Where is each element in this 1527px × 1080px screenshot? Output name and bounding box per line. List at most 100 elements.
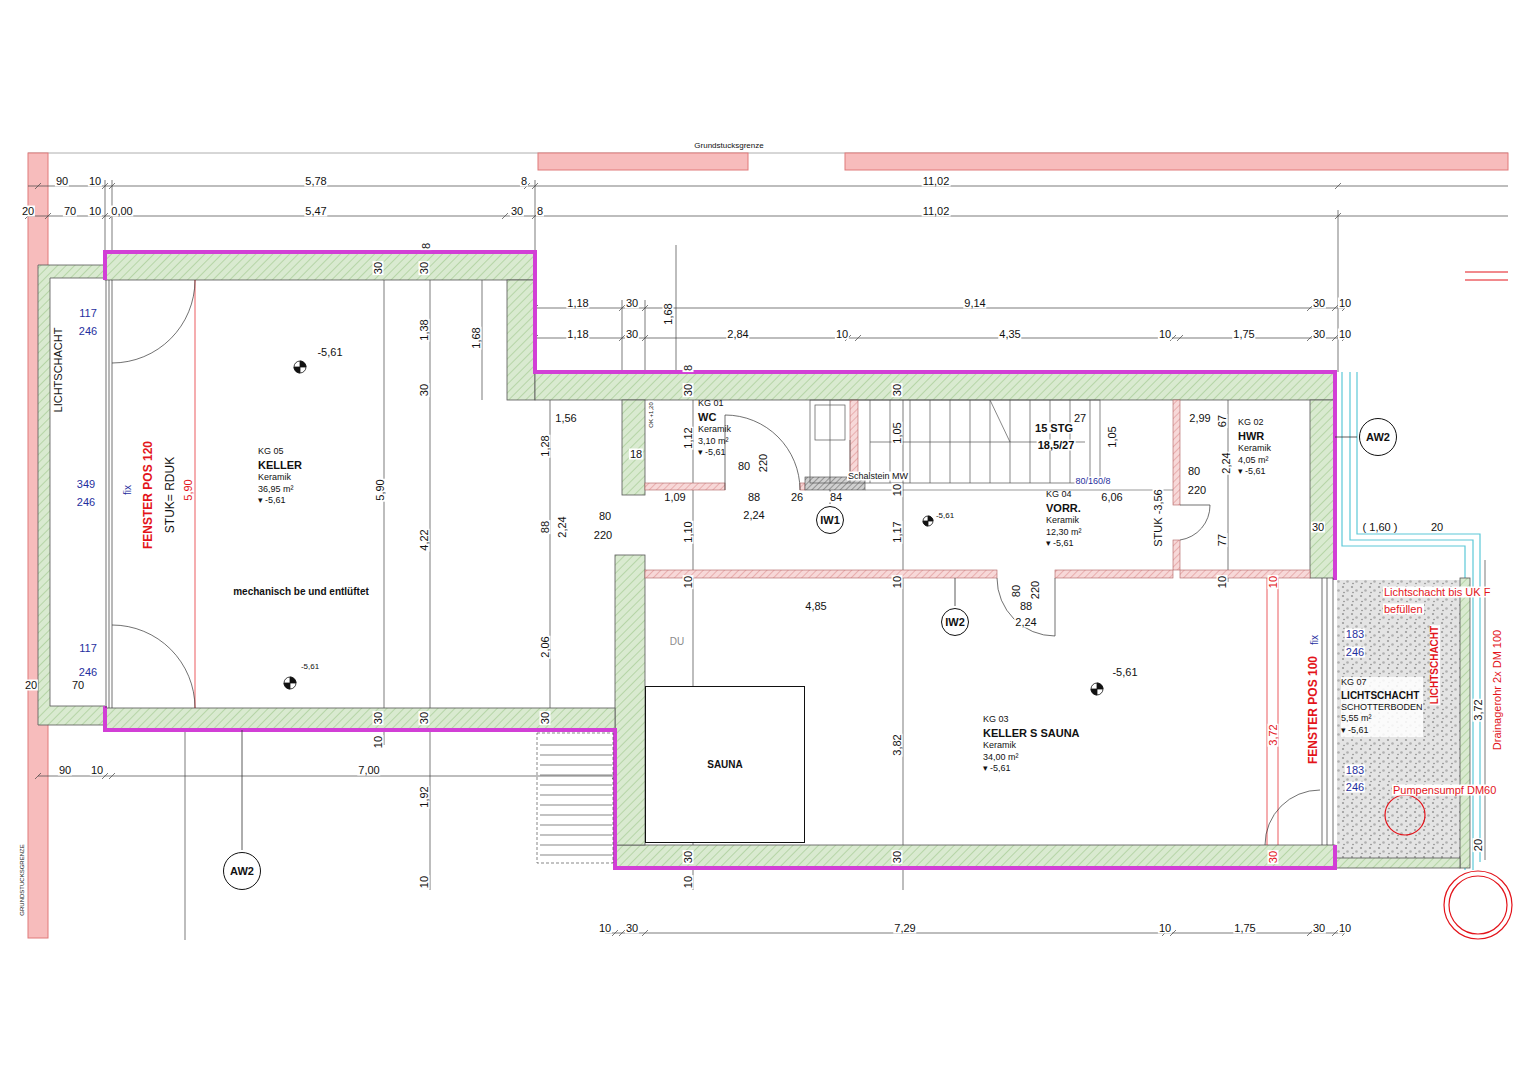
level-marker xyxy=(284,361,1103,695)
plan-label: 30 xyxy=(510,206,524,217)
node-label: AW2 xyxy=(1366,430,1390,444)
leader-line xyxy=(955,578,956,606)
wall xyxy=(507,280,535,400)
plan-label: 10 xyxy=(1217,575,1228,589)
level-marker xyxy=(1091,683,1103,695)
room-data: 5,55 m² xyxy=(1341,713,1423,725)
window xyxy=(1333,578,1334,845)
plan-label: 10 xyxy=(1158,329,1172,340)
plan-label: 30 xyxy=(373,261,384,275)
window xyxy=(109,280,110,708)
plan-label: 183 xyxy=(1345,629,1365,640)
plan-label: 246 xyxy=(78,667,98,678)
room-data: Keramik xyxy=(983,740,1080,752)
plan-label: OK +1,20 xyxy=(648,401,654,429)
level-marker xyxy=(284,677,296,689)
pump-sump xyxy=(1449,876,1507,934)
plan-label: 80 xyxy=(1011,584,1022,598)
dimension-line xyxy=(1485,560,1486,860)
wall-type-circle: AW2 xyxy=(1359,418,1397,456)
door-swing xyxy=(112,625,195,708)
plan-label: -5,61 xyxy=(935,512,955,520)
level-marker xyxy=(284,677,296,689)
level-marker xyxy=(294,361,306,373)
plan-label: 20 xyxy=(24,680,38,691)
level-marker xyxy=(923,516,933,526)
plan-label: 1,75 xyxy=(1232,329,1255,340)
window xyxy=(1327,578,1328,845)
room-area: KG 03KELLER S SAUNAKeramik34,00 m²▾ -5,6… xyxy=(645,578,1310,845)
level-marker xyxy=(1091,683,1103,695)
plan-label: 30 xyxy=(1312,298,1326,309)
property-line xyxy=(1465,280,1508,281)
room-data: KG 07 xyxy=(1341,677,1423,689)
plan-label: 220 xyxy=(1030,580,1041,600)
plan-label: 30 xyxy=(892,383,903,397)
plan-label: 1,17 xyxy=(892,520,903,543)
dimension-line xyxy=(28,186,1508,187)
room-data: ▾ -5,61 xyxy=(258,495,302,507)
wall xyxy=(38,265,105,725)
plan-label: 20 xyxy=(21,206,35,217)
plan-label: 30 xyxy=(540,711,551,725)
plan-label: 18,5/27 xyxy=(1037,440,1076,451)
plan-label: Lichtschacht bis UK F xyxy=(1383,587,1491,598)
room-data: Keramik xyxy=(1238,443,1271,455)
plan-label: 90 xyxy=(55,176,69,187)
plan-label: 20 xyxy=(1473,838,1484,852)
wall xyxy=(615,845,1335,868)
plan-label: -5,61 xyxy=(316,347,343,358)
dimension-line xyxy=(1228,400,1229,582)
room-data: Keramik xyxy=(258,472,302,484)
interior-wall xyxy=(645,570,997,578)
level-marker xyxy=(1097,683,1103,689)
door-swing xyxy=(1265,790,1320,845)
plan-label: 7,29 xyxy=(893,923,916,934)
plan-label: 30 xyxy=(683,383,694,397)
room-stamp: KG 05KELLERKeramik36,95 m²▾ -5,61 xyxy=(258,446,302,507)
plan-label: mechanisch be und entlüftet xyxy=(232,587,370,597)
plan-label: 10 xyxy=(88,176,102,187)
plan-label: 30 xyxy=(892,850,903,864)
interior-wall xyxy=(865,490,1173,491)
room-data: KG 03 xyxy=(983,714,1080,726)
plan-label: 6,06 xyxy=(1100,492,1123,503)
plan-label: 30 xyxy=(1268,850,1279,864)
interior-wall xyxy=(1055,570,1173,578)
plan-label: 30 xyxy=(419,261,430,275)
plan-label: 30 xyxy=(625,923,639,934)
plan-label: 2,24 xyxy=(742,510,765,521)
plan-label: 5,47 xyxy=(304,206,327,217)
room-area: KG 04VORR.Keramik12,30 m²▾ -5,61 xyxy=(645,490,1173,570)
interior-wall xyxy=(645,483,725,490)
plan-label: 30 xyxy=(683,850,694,864)
room-data: ▾ -5,61 xyxy=(1046,538,1082,550)
window xyxy=(106,280,107,708)
plan-label: 3,82 xyxy=(892,733,903,756)
room-data: KG 02 xyxy=(1238,417,1271,429)
plan-label: 27 xyxy=(1073,413,1087,424)
wall xyxy=(1335,858,1460,868)
plan-label: ( 1,60 ) xyxy=(1362,522,1399,533)
plan-label: 1,68 xyxy=(663,302,674,325)
stair xyxy=(540,745,612,855)
wall xyxy=(1310,400,1335,578)
plan-label: 80 xyxy=(737,461,751,472)
plan-label: 80 xyxy=(598,511,612,522)
room-stamp: KG 04VORR.Keramik12,30 m²▾ -5,61 xyxy=(1046,489,1082,550)
plan-label: 2,24 xyxy=(557,515,568,538)
plan-label: 1,28 xyxy=(540,434,551,457)
stair xyxy=(810,400,1100,483)
plan-label: 10 xyxy=(373,735,384,749)
plan-label: 7,00 xyxy=(357,765,380,776)
property-line xyxy=(1465,272,1508,273)
node-label: IW1 xyxy=(820,513,840,527)
plan-label: 8 xyxy=(421,242,432,250)
wall xyxy=(615,555,645,845)
room-stamp: KG 07LICHTSCHACHTSCHOTTERBODEN5,55 m²▾ -… xyxy=(1341,677,1423,737)
window xyxy=(112,280,113,708)
room-data: KG 05 xyxy=(258,446,302,458)
window xyxy=(195,280,196,708)
plan-label: 3,72 xyxy=(1268,723,1279,746)
